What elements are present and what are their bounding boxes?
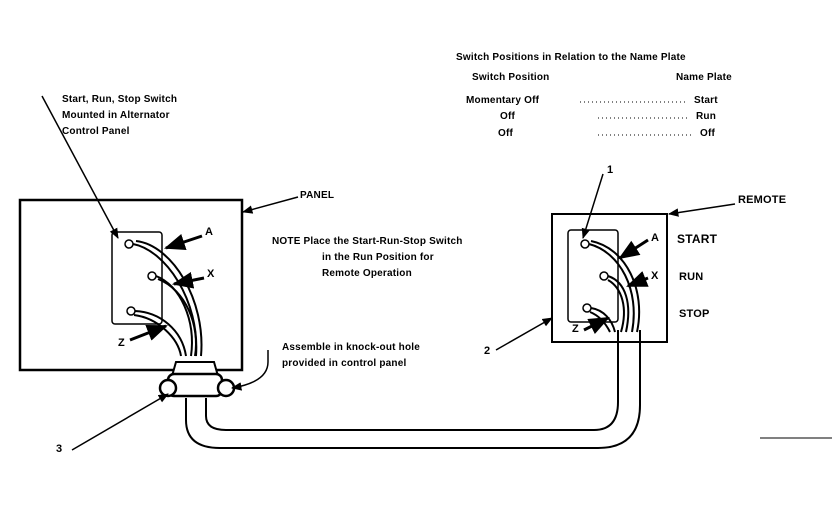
leader-2 bbox=[495, 317, 553, 351]
terminal-arrows-remote bbox=[583, 238, 649, 334]
leader-remote bbox=[667, 203, 736, 217]
ref-1: 1 bbox=[607, 164, 614, 176]
table-row-plate: Start bbox=[694, 95, 718, 106]
remote-run-label: RUN bbox=[679, 271, 704, 283]
terminal-x-remote-label: X bbox=[651, 270, 659, 282]
table-row-switch: Momentary Off bbox=[466, 95, 540, 106]
assemble-line1: Assemble in knock-out hole bbox=[282, 342, 421, 353]
table-col-plate: Name Plate bbox=[676, 72, 732, 83]
panel-box bbox=[18, 198, 244, 372]
note-line1: NOTE Place the Start-Run-Stop Switch bbox=[272, 236, 463, 247]
note-line3: Remote Operation bbox=[322, 268, 412, 279]
table-row-plate: Run bbox=[696, 111, 717, 122]
switch-callout-line3: Control Panel bbox=[62, 126, 130, 137]
panel-terminal-z bbox=[126, 306, 136, 316]
arrow-z bbox=[129, 324, 168, 342]
terminal-x-label: X bbox=[207, 268, 215, 280]
note-line2: in the Run Position for bbox=[322, 252, 434, 263]
leader-assemble bbox=[230, 350, 269, 391]
remote-terminal-a bbox=[580, 239, 590, 249]
terminal-a-label: A bbox=[205, 226, 214, 238]
switch-callout-line1: Start, Run, Stop Switch bbox=[62, 94, 178, 105]
arrow-a bbox=[164, 234, 203, 250]
remote-box bbox=[551, 213, 668, 343]
remote-terminal-z bbox=[582, 303, 592, 313]
remote-label: REMOTE bbox=[738, 194, 787, 206]
ref-3: 3 bbox=[56, 443, 63, 455]
arrow-x bbox=[171, 272, 205, 289]
arrow-x-remote bbox=[626, 271, 649, 288]
knockout-fitting bbox=[158, 361, 236, 398]
table-title: Switch Positions in Relation to the Name… bbox=[456, 52, 686, 63]
table-row-switch: Off bbox=[500, 111, 516, 122]
leader-switch bbox=[41, 95, 119, 239]
panel-terminal-x bbox=[147, 271, 157, 281]
table-col-switch: Switch Position bbox=[472, 72, 550, 83]
terminal-a-remote-label: A bbox=[651, 232, 660, 244]
leader-lines bbox=[41, 95, 736, 451]
conduit bbox=[185, 330, 641, 449]
panel-wires bbox=[132, 240, 203, 357]
remote-start-label: START bbox=[677, 232, 718, 246]
leader-3 bbox=[71, 393, 169, 451]
terminal-z-label: Z bbox=[118, 337, 125, 349]
table-row-plate: Off bbox=[700, 128, 716, 139]
terminal-arrows-panel bbox=[129, 234, 205, 342]
ref-2: 2 bbox=[484, 345, 491, 357]
panel-terminal-a bbox=[124, 239, 134, 249]
remote-stop-label: STOP bbox=[679, 308, 710, 320]
leader-panel bbox=[241, 196, 299, 214]
terminal-z-remote-label: Z bbox=[572, 323, 579, 335]
arrow-a-remote bbox=[618, 238, 649, 260]
switch-callout-line2: Mounted in Alternator bbox=[62, 110, 170, 121]
table-row-switch: Off bbox=[498, 128, 514, 139]
arrow-z-remote bbox=[583, 316, 610, 334]
leader-1 bbox=[581, 173, 604, 240]
remote-terminal-x bbox=[599, 271, 609, 281]
panel-label: PANEL bbox=[300, 190, 335, 201]
assemble-line2: provided in control panel bbox=[282, 358, 407, 369]
remote-wires bbox=[588, 240, 641, 333]
